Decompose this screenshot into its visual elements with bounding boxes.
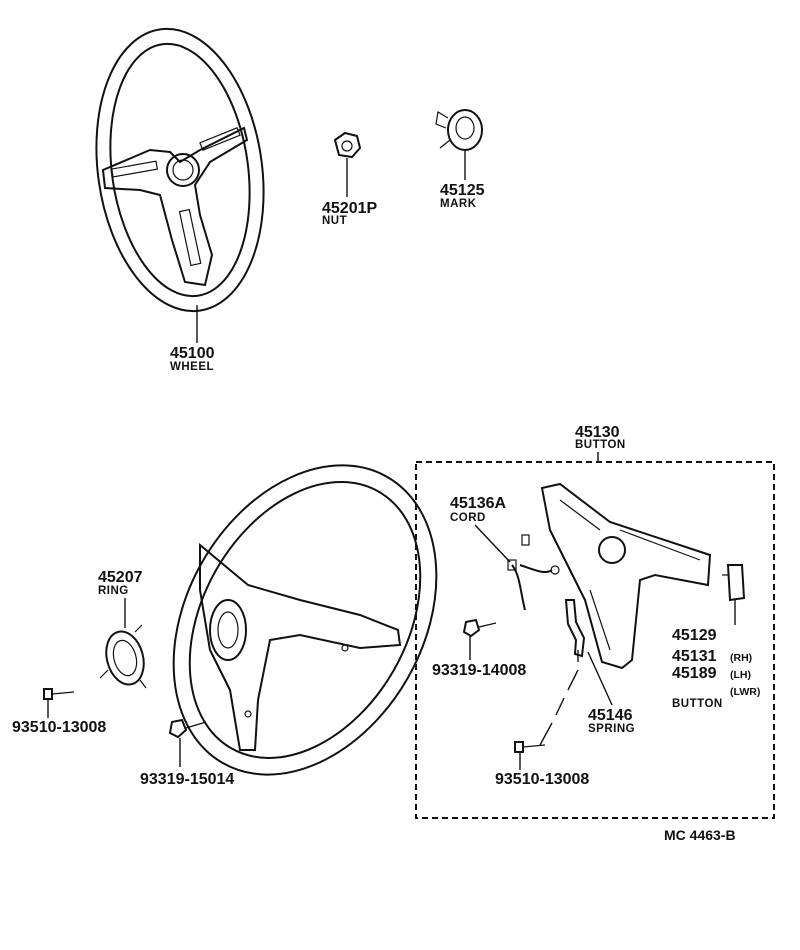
- wheel-top-name: WHEEL: [170, 361, 214, 373]
- bolt-left-part: [168, 718, 207, 739]
- side-button-part: [722, 564, 746, 602]
- screw-left-number: 93510-13008: [12, 719, 106, 736]
- steering-wheel-top: [95, 27, 265, 313]
- screw-left-part: [43, 688, 75, 700]
- mark-number: 45125: [440, 182, 485, 199]
- button-group-name: BUTTON: [575, 439, 626, 451]
- cord-name: CORD: [450, 512, 486, 524]
- ring-part: [99, 624, 147, 689]
- ring-number: 45207: [98, 569, 143, 586]
- cord-number: 45136A: [450, 495, 506, 512]
- spring-number: 45146: [588, 707, 633, 724]
- button-rh-suffix: (RH): [730, 652, 752, 664]
- steering-wheel-bottom: [172, 464, 438, 776]
- diagram-code: MC 4463-B: [664, 827, 736, 843]
- cord-part: [507, 534, 560, 611]
- screw-button-part: [514, 741, 546, 753]
- bolt-button-number: 93319-14008: [432, 662, 526, 679]
- button-lwr-suffix: (LWR): [730, 686, 760, 698]
- button-group-box: [415, 461, 775, 819]
- screw-button-dashed-leader: [539, 650, 579, 746]
- spring-leader: [587, 651, 613, 706]
- bolt-button-part: [462, 618, 497, 638]
- nut-name: NUT: [322, 215, 347, 227]
- spring-name: SPRING: [588, 723, 635, 735]
- button-lh-suffix: (LH): [730, 669, 751, 681]
- button-group-number: 45130: [575, 424, 620, 441]
- button-pad-part: [540, 482, 712, 670]
- nut-number: 45201P: [322, 200, 377, 217]
- mark-part: [435, 109, 483, 151]
- ring-name: RING: [98, 585, 129, 597]
- wheel-top-number: 45100: [170, 345, 215, 362]
- mark-name: MARK: [440, 198, 477, 210]
- button-lh-number: 45131: [672, 648, 717, 665]
- nut-part: [333, 131, 362, 159]
- button-lwr-number: 45189: [672, 665, 717, 682]
- cord-leader: [474, 524, 511, 563]
- spring-part: [564, 599, 586, 658]
- bolt-left-number: 93319-15014: [140, 771, 234, 788]
- screw-button-number: 93510-13008: [495, 771, 589, 788]
- button-rh-number: 45129: [672, 627, 717, 644]
- button-lwr-name: BUTTON: [672, 698, 723, 710]
